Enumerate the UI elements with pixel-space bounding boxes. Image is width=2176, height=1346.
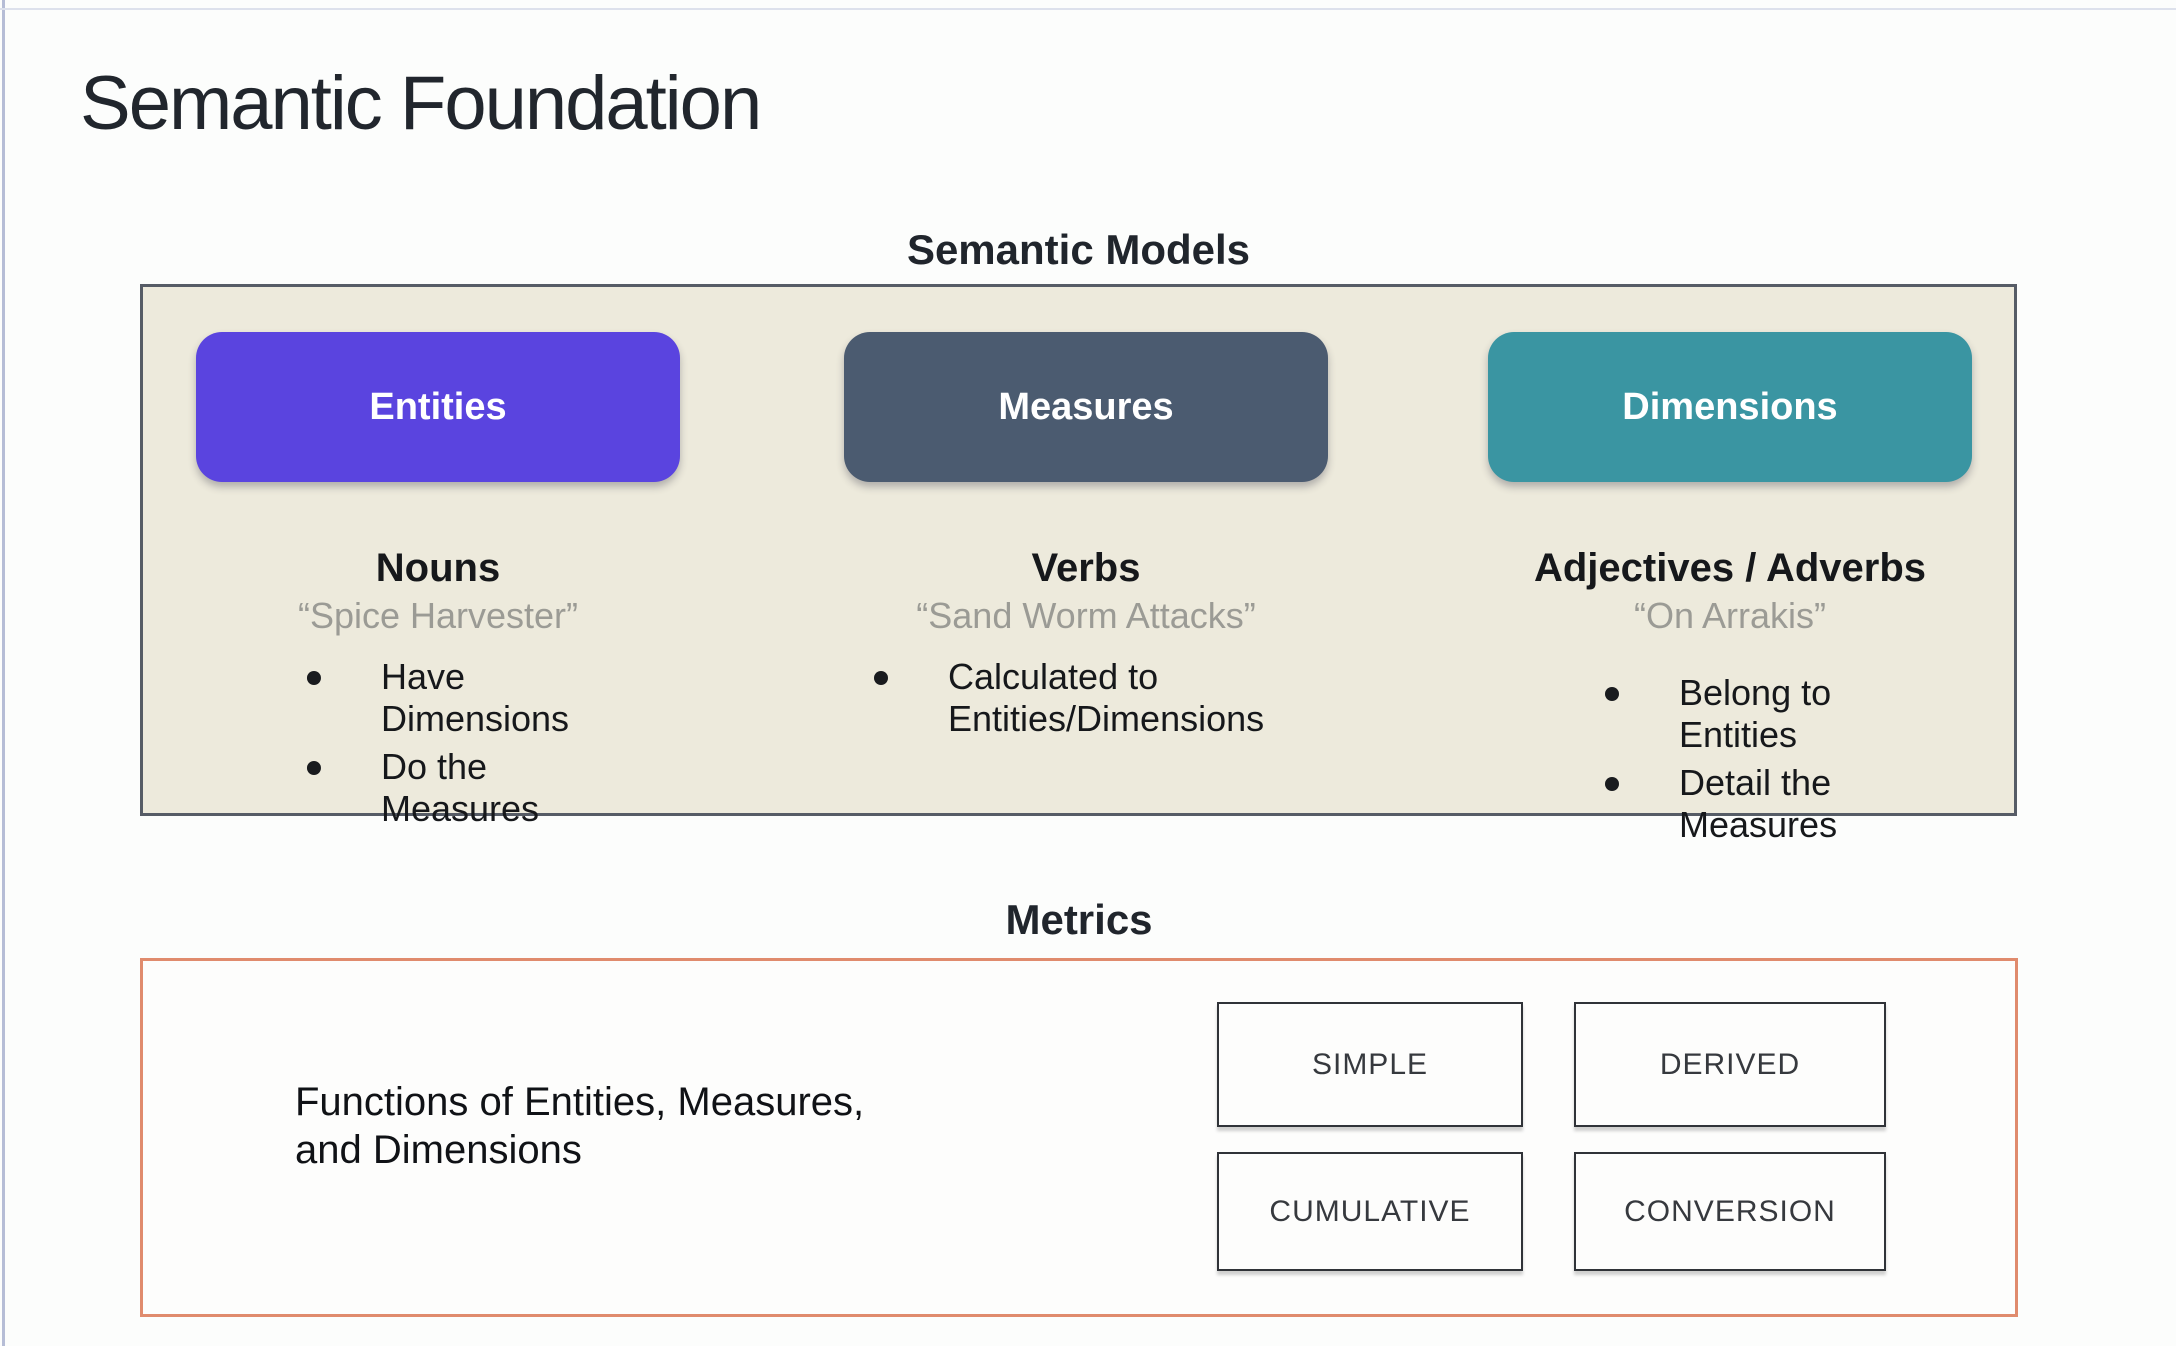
metric-type-label: DERIVED (1659, 1047, 1801, 1081)
entities-role-label: Nouns (375, 546, 501, 590)
metric-type-label: CUMULATIVE (1269, 1194, 1471, 1228)
slide-left-edge-line (2, 0, 5, 1346)
bullet-text: Have Dimensions (380, 656, 570, 740)
list-item: Belong to Entities (1605, 672, 1855, 757)
measures-example-label: “Sand Worm Attacks” (916, 595, 1256, 636)
list-item: Calculated to Entities/Dimensions (874, 656, 1298, 741)
entities-node: Entities (196, 332, 680, 482)
semantic-models-heading: Semantic Models (906, 226, 1251, 273)
metric-type-box-cumulative: CUMULATIVE (1217, 1152, 1523, 1271)
metric-type-box-conversion: CONVERSION (1574, 1152, 1886, 1271)
list-item: Detail the Measures (1605, 762, 1855, 847)
bullet-text: Belong to Entities (1679, 672, 1832, 756)
metric-type-label: SIMPLE (1311, 1047, 1429, 1081)
dimensions-bullet-list: Belong to Entities Detail the Measures (1605, 672, 1855, 852)
bullet-text: Detail the Measures (1679, 761, 1838, 846)
page-title: Semantic Foundation (80, 61, 762, 146)
dimensions-role-label: Adjectives / Adverbs (1533, 546, 1926, 590)
bullet-dot-icon (306, 671, 321, 685)
bullet-text: Calculated to Entities/Dimensions (948, 656, 1265, 740)
metrics-description: Functions of Entities, Measures, and Dim… (295, 1078, 864, 1174)
bullet-dot-icon (1605, 687, 1619, 701)
measures-node: Measures (844, 332, 1328, 482)
entities-bullet-list: Have Dimensions Do the Measures (306, 656, 570, 836)
entities-example-label: “Spice Harvester” (297, 595, 579, 636)
measures-node-label: Measures (998, 385, 1174, 428)
entities-node-label: Entities (369, 385, 507, 428)
metrics-description-line: and Dimensions (295, 1128, 582, 1172)
list-item: Do the Measures (306, 745, 569, 831)
model-column-measures: Measures Verbs “Sand Worm Attacks” Calcu… (836, 284, 1336, 816)
bullet-dot-icon (1605, 776, 1619, 791)
metrics-heading: Metrics (1005, 896, 1153, 943)
bullet-dot-icon (874, 671, 888, 685)
bullet-text: Do the Measures (380, 745, 540, 830)
metric-type-box-derived: DERIVED (1574, 1002, 1886, 1127)
dimensions-node: Dimensions (1488, 332, 1972, 482)
model-column-dimensions: Dimensions Adjectives / Adverbs “On Arra… (1480, 284, 1980, 845)
measures-bullet-list: Calculated to Entities/Dimensions (874, 656, 1298, 746)
metric-type-label: CONVERSION (1624, 1194, 1836, 1228)
model-column-entities: Entities Nouns “Spice Harvester” Have Di… (188, 284, 688, 829)
bullet-dot-icon (306, 760, 321, 775)
measures-role-label: Verbs (1031, 546, 1141, 590)
dimensions-example-label: “On Arrakis” (1633, 595, 1827, 636)
dimensions-node-label: Dimensions (1622, 385, 1838, 428)
metric-type-box-simple: SIMPLE (1217, 1002, 1523, 1127)
slide-top-edge-line (0, 8, 2176, 10)
list-item: Have Dimensions (306, 656, 570, 741)
metrics-description-line: Functions of Entities, Measures, (295, 1080, 865, 1124)
